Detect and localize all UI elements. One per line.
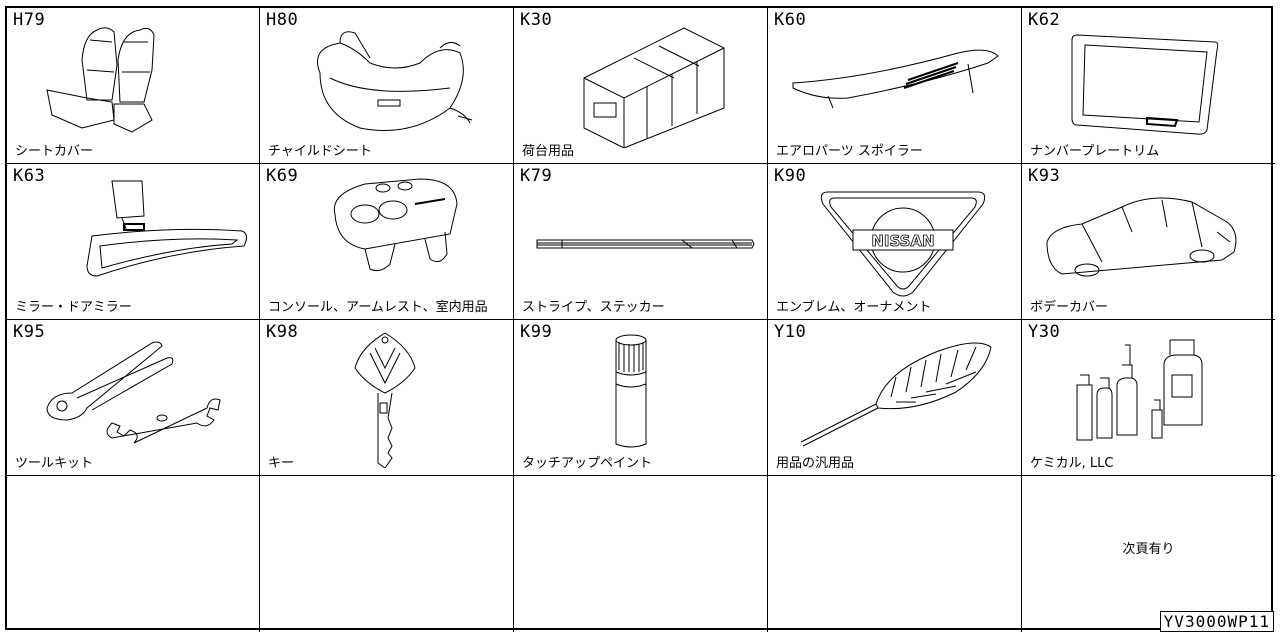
catalog-cell-h80[interactable]: H80 チャイルドシート: [260, 8, 514, 164]
seat-cover-icon: [7, 8, 259, 163]
part-code: K99: [520, 322, 553, 342]
part-code: K93: [1028, 166, 1061, 186]
catalog-cell-k98[interactable]: K98 キー: [260, 320, 514, 476]
part-code: H80: [266, 10, 299, 30]
next-page-note: 次頁有り: [1122, 542, 1175, 557]
catalog-cell-k30[interactable]: K30 荷台用品: [514, 8, 768, 164]
part-code: Y30: [1028, 322, 1061, 342]
license-plate-frame-icon: [1022, 8, 1275, 163]
stripe-sticker-icon: [514, 164, 767, 319]
emblem-text: NISSAN: [871, 232, 934, 250]
catalog-cell-k79[interactable]: K79 ストライプ、ステッカー: [514, 164, 768, 320]
cargo-box-icon: [514, 8, 767, 163]
duster-icon: [768, 320, 1021, 475]
console-icon: [260, 164, 513, 319]
part-label: 用品の汎用品: [776, 456, 855, 471]
part-label: ストライプ、ステッカー: [522, 300, 665, 315]
part-label: ケミカル, LLC: [1030, 456, 1114, 471]
part-code: K79: [520, 166, 553, 186]
spoiler-icon: [768, 8, 1021, 163]
catalog-cell-y30[interactable]: Y30 ケミカル, LLC: [1022, 320, 1275, 476]
parts-catalog-grid: H79 シートカバー H80 チャイルドシート: [5, 6, 1275, 632]
catalog-cell-h79[interactable]: H79 シートカバー: [7, 8, 260, 164]
diagram-code: YV3000WP11: [1159, 611, 1274, 632]
emblem-icon: NISSAN: [768, 164, 1021, 319]
part-label: チャイルドシート: [268, 144, 372, 159]
catalog-cell-k95[interactable]: K95 ツールキット: [7, 320, 260, 476]
empty-cell: [7, 476, 260, 632]
part-code: K62: [1028, 10, 1061, 30]
part-code: K69: [266, 166, 299, 186]
catalog-cell-k63[interactable]: K63 ミラー・ドアミラー: [7, 164, 260, 320]
catalog-cell-k62[interactable]: K62 ナンバープレートリム: [1022, 8, 1275, 164]
part-label: タッチアップペイント: [522, 456, 653, 471]
tool-kit-icon: [7, 320, 259, 475]
part-code: K98: [266, 322, 299, 342]
part-code: K30: [520, 10, 553, 30]
part-label: ミラー・ドアミラー: [15, 300, 132, 315]
part-code: K63: [13, 166, 46, 186]
next-page-cell[interactable]: 次頁有り: [1022, 476, 1275, 632]
part-label: コンソール、アームレスト、室内用品: [268, 300, 488, 315]
part-label: エアロパーツ スポイラー: [776, 144, 923, 159]
part-label: シートカバー: [15, 144, 94, 159]
key-icon: [260, 320, 513, 475]
part-code: K95: [13, 322, 46, 342]
part-label: 荷台用品: [522, 144, 575, 159]
part-code: H79: [13, 10, 46, 30]
chemicals-icon: [1022, 320, 1275, 475]
catalog-cell-k93[interactable]: K93 ボデーカバー: [1022, 164, 1275, 320]
catalog-cell-k60[interactable]: K60 エアロパーツ スポイラー: [768, 8, 1022, 164]
empty-cell: [768, 476, 1022, 632]
part-label: エンブレム、オーナメント: [776, 300, 932, 315]
part-code: K90: [774, 166, 807, 186]
part-code: K60: [774, 10, 807, 30]
part-label: ナンバープレートリム: [1030, 144, 1160, 159]
catalog-cell-k99[interactable]: K99 タッチアップペイント: [514, 320, 768, 476]
mirror-icon: [7, 164, 259, 319]
part-label: ツールキット: [15, 456, 94, 471]
catalog-cell-k69[interactable]: K69 コンソール、アームレスト、室内用品: [260, 164, 514, 320]
child-seat-icon: [260, 8, 513, 163]
empty-cell: [514, 476, 768, 632]
empty-cell: [260, 476, 514, 632]
body-cover-icon: [1022, 164, 1275, 319]
touch-up-paint-icon: [514, 320, 767, 475]
part-label: ボデーカバー: [1030, 300, 1109, 315]
part-label: キー: [268, 456, 295, 471]
catalog-cell-y10[interactable]: Y10 用品の汎用品: [768, 320, 1022, 476]
part-code: Y10: [774, 322, 807, 342]
catalog-cell-k90[interactable]: K90 NISSAN エンブレム、オーナメント: [768, 164, 1022, 320]
